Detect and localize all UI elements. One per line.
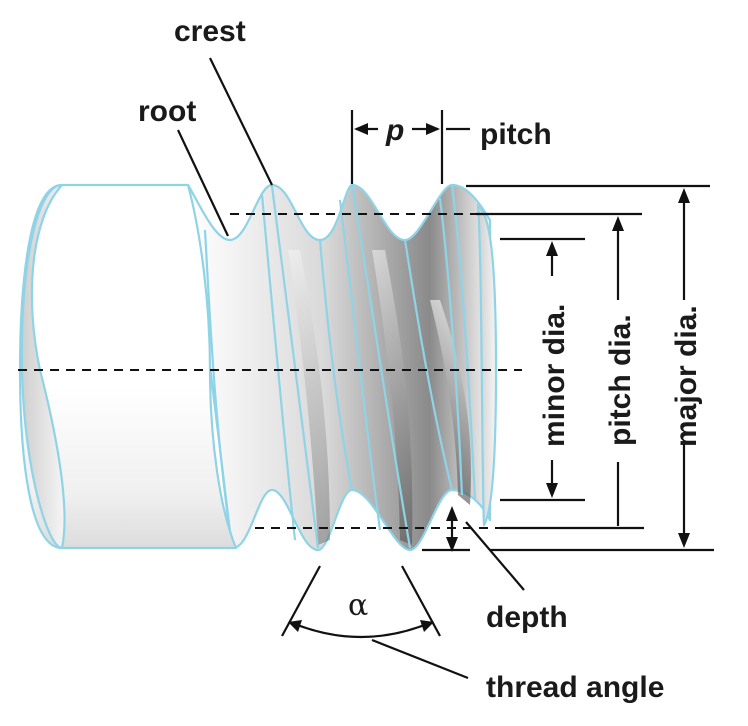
thread-ridge-4 (403, 239, 454, 491)
pitch-dia-label: pitch dia. (604, 314, 637, 446)
thread-ridge-3 (450, 185, 477, 501)
thread-ridge-1b (260, 194, 297, 541)
thread-ridge-0 (203, 229, 234, 549)
threaded-section (186, 183, 492, 552)
pitch-dia-dimension (476, 212, 644, 530)
thread-ridge-0b (318, 239, 354, 491)
screw-body (18, 183, 498, 552)
thread-shade-1 (288, 250, 330, 545)
root-label: root (138, 95, 196, 128)
depth-dimension (422, 506, 525, 591)
end-face (476, 203, 498, 527)
root-leader (177, 129, 229, 237)
crest-leader (209, 57, 273, 186)
minor-dia-label: minor dia. (538, 304, 571, 447)
thread-ridge-1 (270, 185, 320, 549)
thread-angle-label: thread angle (486, 671, 664, 704)
thread-ridge-3b (438, 197, 464, 496)
pitch-dimension (350, 110, 470, 184)
alpha-label: α (348, 588, 368, 623)
crest-label: crest (174, 15, 246, 48)
thread-ridge-2 (350, 185, 412, 549)
minor-dia-dimension (500, 237, 585, 502)
depth-label: depth (486, 601, 568, 634)
thread-shade-2 (372, 250, 413, 545)
thread-angle-dimension (281, 565, 469, 680)
thread-ridge-2b (338, 199, 382, 531)
major-dia-dimension (466, 184, 714, 552)
pitch-symbol-label: p (385, 114, 404, 147)
shank-cut-face (20, 183, 66, 550)
pitch-label: pitch (480, 118, 552, 151)
major-dia-label: major dia. (670, 305, 703, 447)
